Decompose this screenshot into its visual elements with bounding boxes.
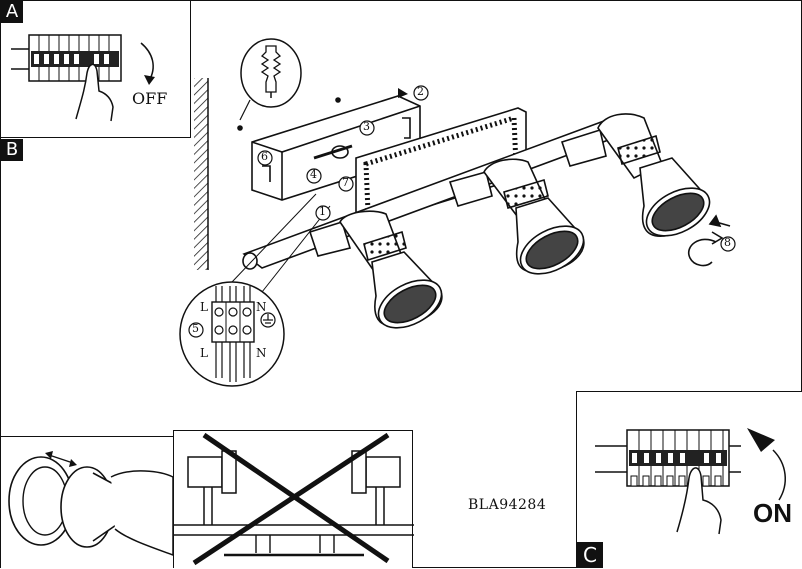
panel-c-tag: C <box>577 542 603 568</box>
step-8-label: 8 <box>724 236 731 249</box>
step-5-label: 5 <box>192 322 199 335</box>
terminal-n-top: N <box>256 300 267 314</box>
incorrect-mounting-illustration <box>174 432 414 566</box>
terminal-l-top: L <box>200 300 208 314</box>
terminal-l-bottom: L <box>200 346 208 360</box>
step-3-label: 3 <box>363 120 370 133</box>
bulb-replacement-panel <box>0 436 174 568</box>
on-label: ON <box>753 498 792 528</box>
off-label: OFF <box>132 89 168 108</box>
panel-b-tag: B <box>1 139 23 161</box>
panel-a-tag: A <box>1 1 23 23</box>
panel-a-breaker-off: A OFF <box>0 0 191 138</box>
step-2-label: 2 <box>417 85 424 98</box>
step-7-label: 7 <box>342 176 349 189</box>
model-code: BLA94284 <box>468 497 547 513</box>
panel-c-breaker-on: ON C <box>576 391 802 568</box>
step-6-label: 6 <box>261 150 268 163</box>
bulb-replacement-illustration <box>8 451 174 557</box>
breaker-on-illustration <box>595 428 786 535</box>
terminal-n-bottom: N <box>256 346 267 360</box>
cross-out-mark <box>192 432 390 566</box>
incorrect-mounting-panel <box>173 430 414 568</box>
step-4-label: 4 <box>310 168 317 181</box>
breaker-off-illustration <box>11 34 155 122</box>
step-1-label: 1 <box>319 205 326 218</box>
